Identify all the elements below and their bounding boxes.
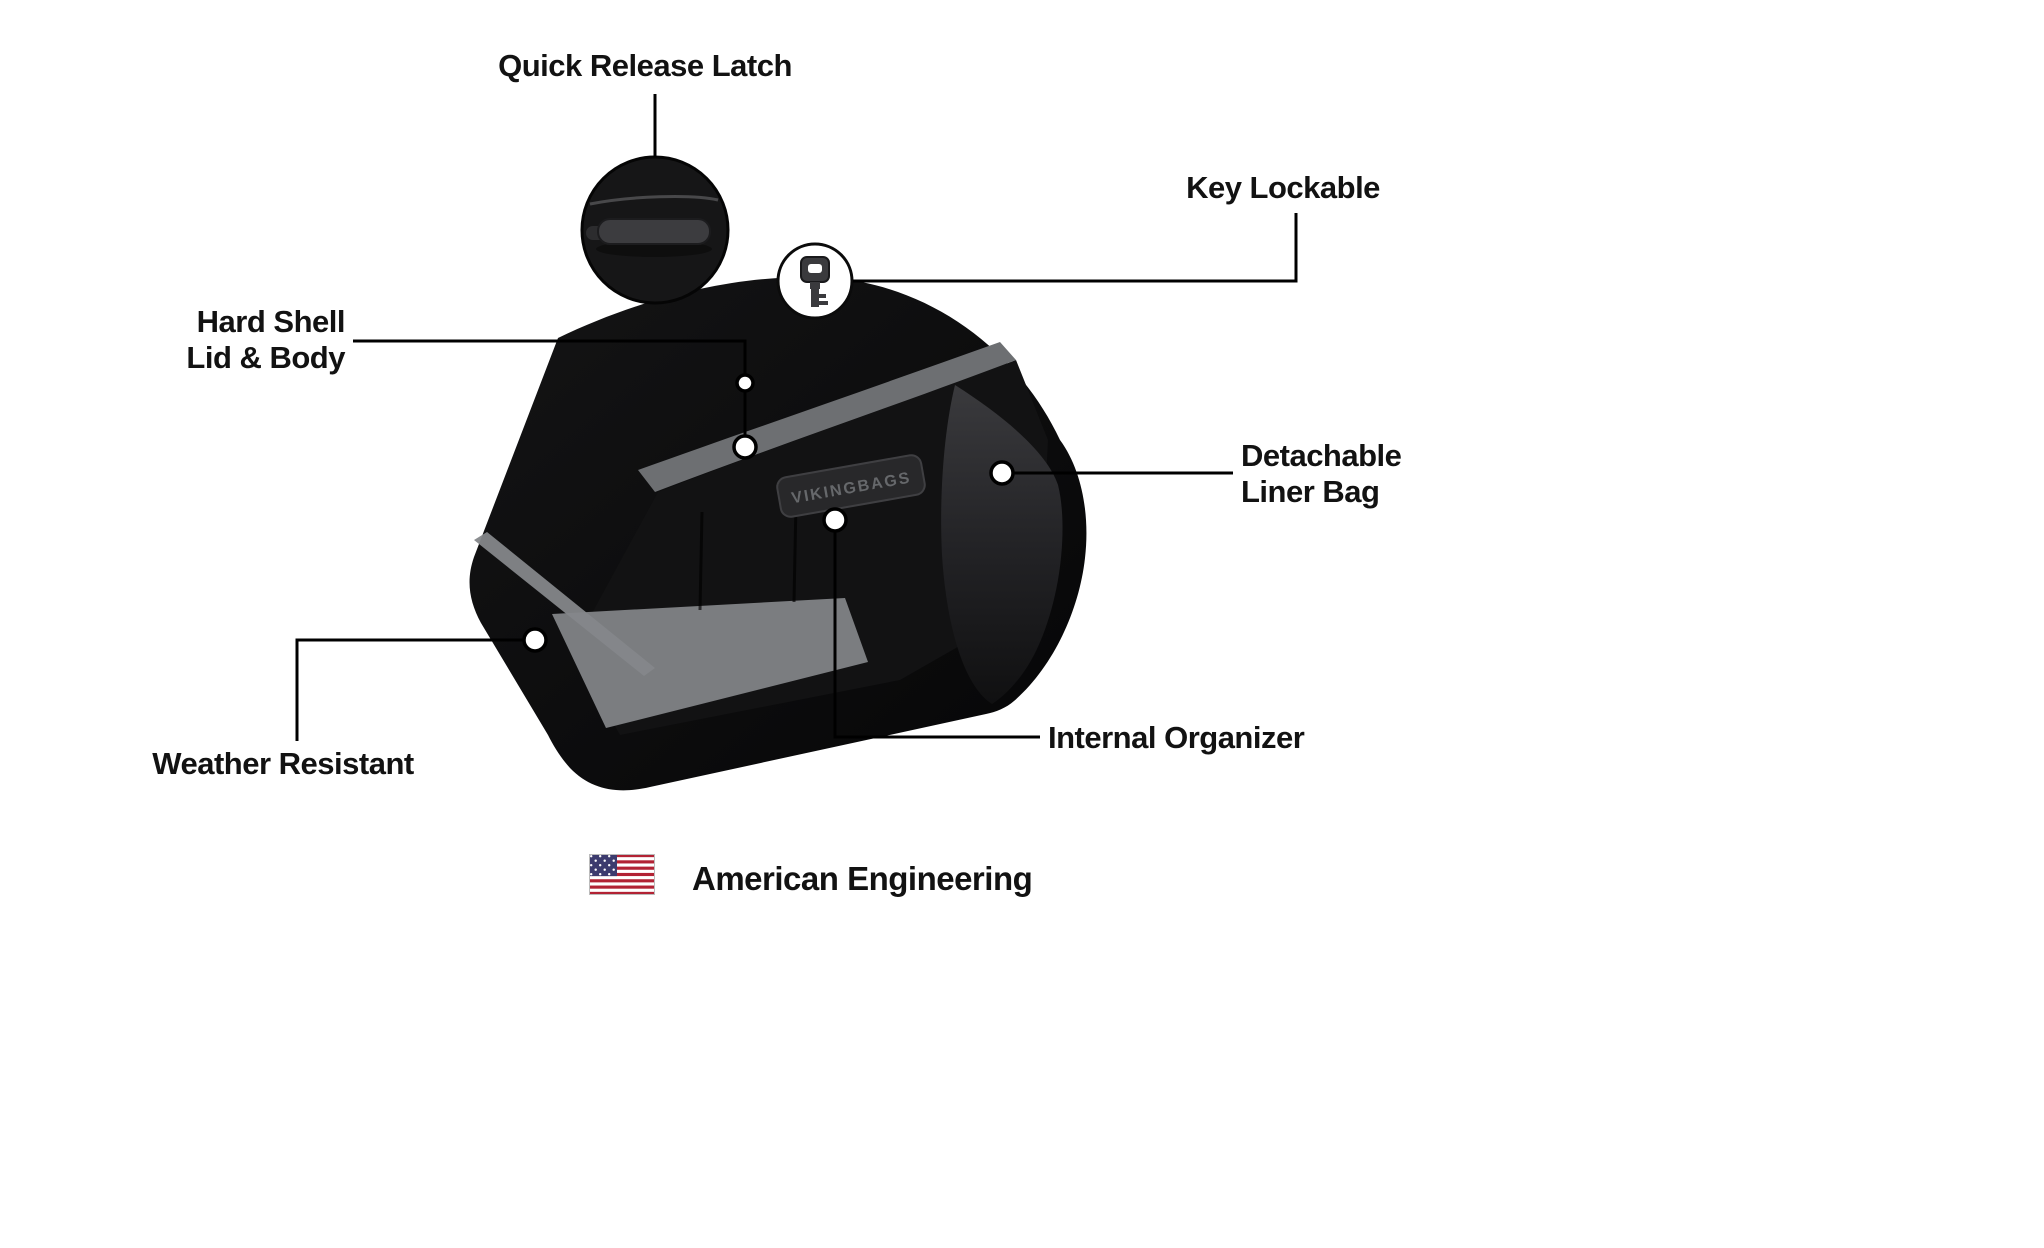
label-american-engineering: American Engineering: [692, 860, 1033, 897]
label-hard-shell-line2: Lid & Body: [186, 340, 345, 375]
latch-icon: [586, 218, 712, 257]
key-lockable-circle: [776, 242, 854, 320]
latch-detail-circle: [580, 155, 730, 305]
saddlebag-illustration: VIKINGBAGS: [469, 277, 1087, 791]
label-internal-organizer: Internal Organizer: [1048, 720, 1305, 755]
bag-interior-floor: [552, 598, 868, 728]
brand-plate: VIKINGBAGS: [776, 454, 926, 518]
label-key-lockable: Key Lockable: [1186, 170, 1380, 205]
callout-marker-weather-resistant: [522, 627, 548, 653]
label-detachable-liner-line2: Liner Bag: [1241, 474, 1380, 509]
organizer-divider: [698, 511, 704, 611]
callout-dot-hard-shell: [735, 373, 755, 393]
callout-marker-detachable-liner: [989, 460, 1015, 486]
key-icon: [800, 256, 830, 307]
callout-line-hard-shell: [353, 339, 747, 436]
us-flag-icon: [589, 854, 655, 895]
bag-left-accent-stripe: [474, 532, 655, 676]
latch-seam-line: [589, 195, 719, 206]
callout-line-internal-organizer: [833, 531, 1040, 739]
label-detachable-liner: Detachable Liner Bag: [1241, 438, 1541, 510]
callout-line-weather-resistant: [295, 638, 524, 741]
label-quick-release-latch: Quick Release Latch: [498, 48, 792, 83]
bag-lid-accent-stripe: [638, 342, 1016, 492]
label-weather-resistant: Weather Resistant: [152, 746, 414, 781]
organizer-divider: [792, 501, 798, 603]
callout-marker-internal-organizer: [822, 507, 848, 533]
label-detachable-liner-line1: Detachable: [1241, 438, 1402, 473]
label-hard-shell: Hard Shell Lid & Body: [45, 304, 345, 376]
label-hard-shell-line1: Hard Shell: [196, 304, 346, 339]
callout-marker-hard-shell: [732, 434, 758, 460]
bag-inner-right-wall: [941, 385, 1063, 704]
callout-line-key-lockable: [853, 213, 1298, 283]
